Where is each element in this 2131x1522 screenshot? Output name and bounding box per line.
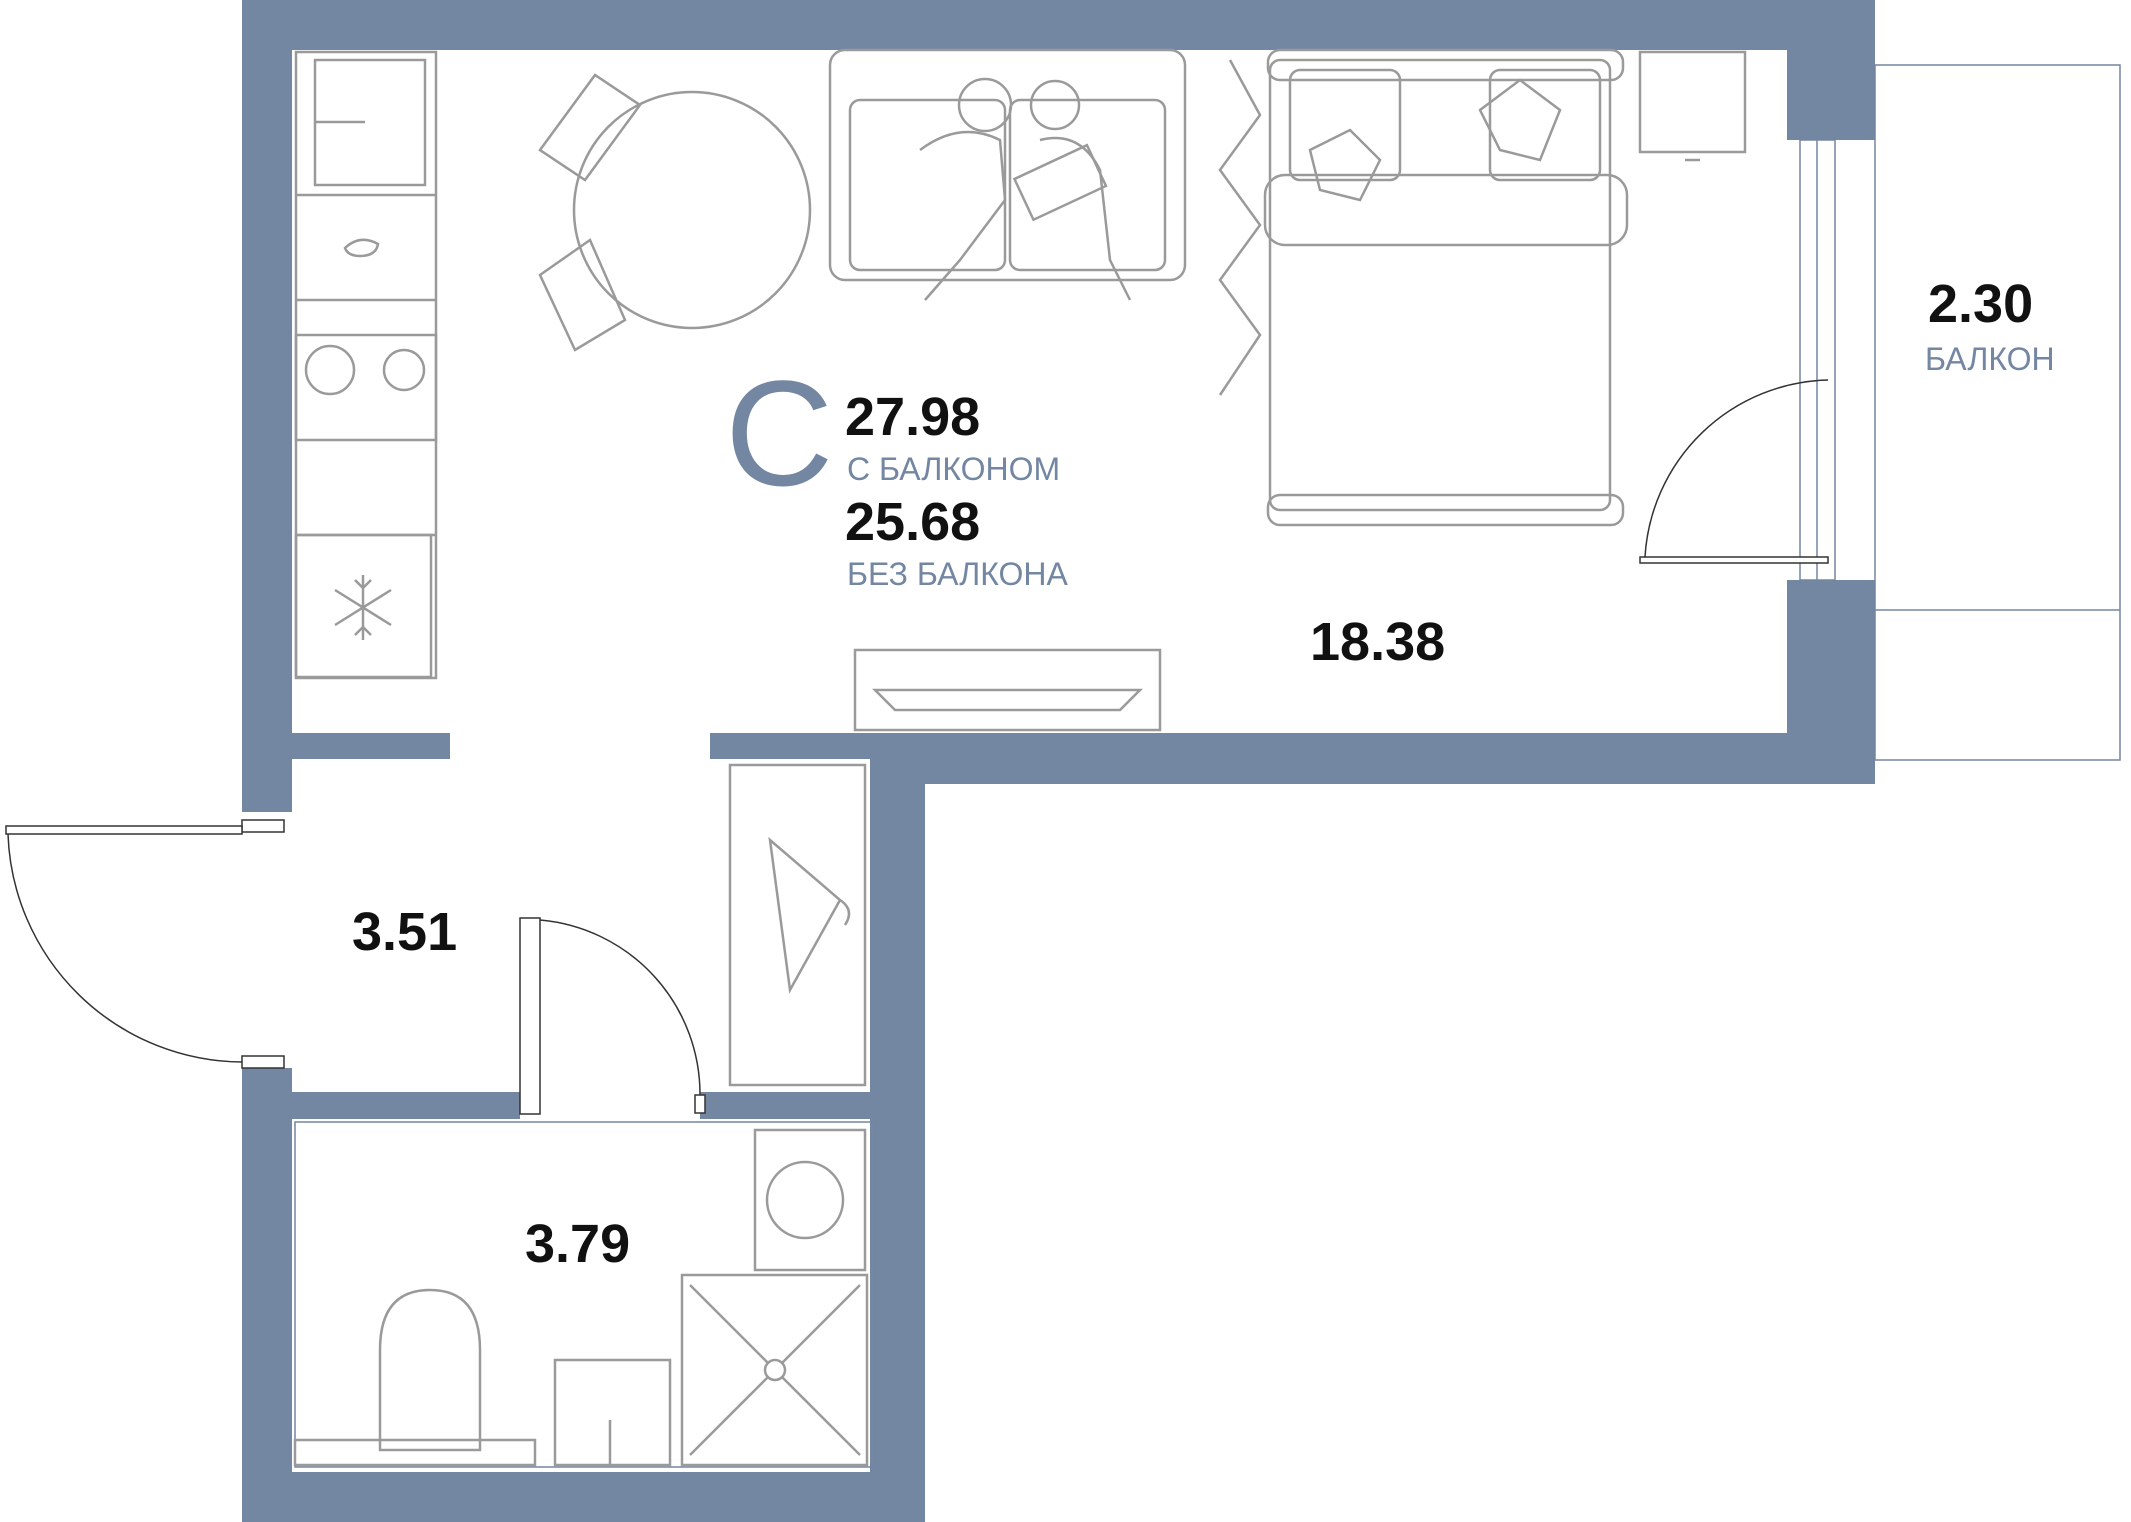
- bathroom-door-jamb: [694, 1094, 706, 1114]
- tv-screen: [871, 688, 1144, 712]
- bathroom-door[interactable]: [519, 917, 706, 1115]
- entrance-door-swing: [7, 833, 243, 1063]
- sofa-cushion-left: [848, 98, 1007, 272]
- dining-table: [572, 90, 812, 330]
- dining-chair-bottom: [538, 238, 627, 352]
- total-area-without-balcony: 25.68: [845, 492, 980, 552]
- bathroom-area: 3.79: [525, 1214, 630, 1274]
- shower-drain: [763, 1358, 787, 1382]
- bed-footboard: [1266, 493, 1625, 527]
- nightstand: [1638, 50, 1747, 154]
- fridge: [294, 533, 433, 679]
- sofa-cushion-right: [1008, 98, 1167, 272]
- dining-chair-top: [538, 73, 642, 182]
- sofa-frame: [828, 48, 1187, 282]
- hanger-icon: [768, 836, 851, 994]
- entrance-door-jamb-top: [241, 819, 285, 833]
- balcony-door-leaf: [1639, 556, 1829, 564]
- balcony-door[interactable]: [1639, 379, 1829, 564]
- wall-bath-top-right: [700, 1092, 925, 1119]
- wall-left-upper: [242, 0, 292, 812]
- hallway-area: 3.51: [352, 902, 457, 962]
- tv-stand: [853, 648, 1162, 732]
- zigzag-partition: [1218, 59, 1262, 396]
- shower-tray: [680, 1273, 869, 1467]
- cushion-right: [1478, 78, 1562, 162]
- toilet: [378, 1288, 482, 1452]
- sink-cabinet: [553, 1358, 672, 1467]
- kitchen-unit: [294, 50, 438, 680]
- total-area-with-balcony: 27.98: [845, 387, 980, 447]
- wall-bath-top-left: [242, 1092, 520, 1119]
- balcony-area: 2.30: [1928, 274, 2033, 334]
- entrance-door-leaf: [5, 825, 243, 835]
- sofa: [828, 48, 1187, 301]
- dining-set: [538, 73, 812, 352]
- tv-stand-body: [853, 648, 1162, 732]
- area-summary: С 27.98 С БАЛКОНОМ 25.68 БЕЗ БАЛКОНА: [725, 349, 1068, 592]
- balcony-door-swing: [1644, 379, 1829, 558]
- people-illustration: [919, 77, 1132, 301]
- stove-burner-left: [304, 344, 356, 396]
- bed-headboard: [1266, 48, 1625, 82]
- entrance-door-jamb-bottom: [241, 1055, 285, 1069]
- wall-outer-bottom-right: [870, 759, 1875, 784]
- kitchen-stove: [294, 333, 438, 442]
- entrance-door[interactable]: [5, 819, 285, 1069]
- walls: [242, 0, 1875, 1522]
- without-balcony-label: БЕЗ БАЛКОНА: [847, 556, 1068, 592]
- apartment-type-letter: С: [725, 349, 833, 517]
- washing-machine: [753, 1128, 867, 1272]
- wall-left-lower: [242, 1068, 292, 1522]
- snowflake-icon: [334, 575, 392, 640]
- bathroom-door-leaf: [519, 917, 541, 1115]
- wall-living-bottom: [710, 733, 1787, 759]
- bathroom-inner-outline: [294, 1121, 876, 1468]
- bed-pillow-left: [1288, 68, 1402, 182]
- wall-top: [242, 0, 1787, 50]
- wardrobe-body: [728, 763, 867, 1087]
- bed: [1263, 48, 1629, 527]
- kitchen-drop-icon: [343, 238, 380, 258]
- bathroom-door-swing: [539, 919, 701, 1096]
- living-room-area: 18.38: [1310, 612, 1445, 672]
- cushion-left: [1308, 128, 1382, 202]
- with-balcony-label: С БАЛКОНОМ: [847, 451, 1060, 487]
- balcony: [1799, 64, 2121, 761]
- bed-blanket-fold: [1263, 173, 1629, 247]
- stove-burner-right: [382, 348, 426, 392]
- wall-top-right-pillar: [1787, 0, 1875, 140]
- wall-center-column: [870, 759, 925, 1522]
- wall-right-lower-pillar: [1787, 580, 1875, 784]
- wall-bottom: [242, 1472, 925, 1522]
- bathroom-fixtures: [293, 1121, 876, 1468]
- bed-pillow-right: [1488, 68, 1602, 182]
- balcony-outline: [1874, 64, 2121, 761]
- washing-machine-drum: [765, 1160, 845, 1240]
- balcony-label: БАЛКОН: [1925, 341, 2055, 377]
- bed-frame: [1268, 58, 1612, 512]
- wall-hall-top-left: [242, 733, 450, 759]
- wardrobe: [728, 763, 867, 1087]
- toilet-tank: [293, 1438, 537, 1467]
